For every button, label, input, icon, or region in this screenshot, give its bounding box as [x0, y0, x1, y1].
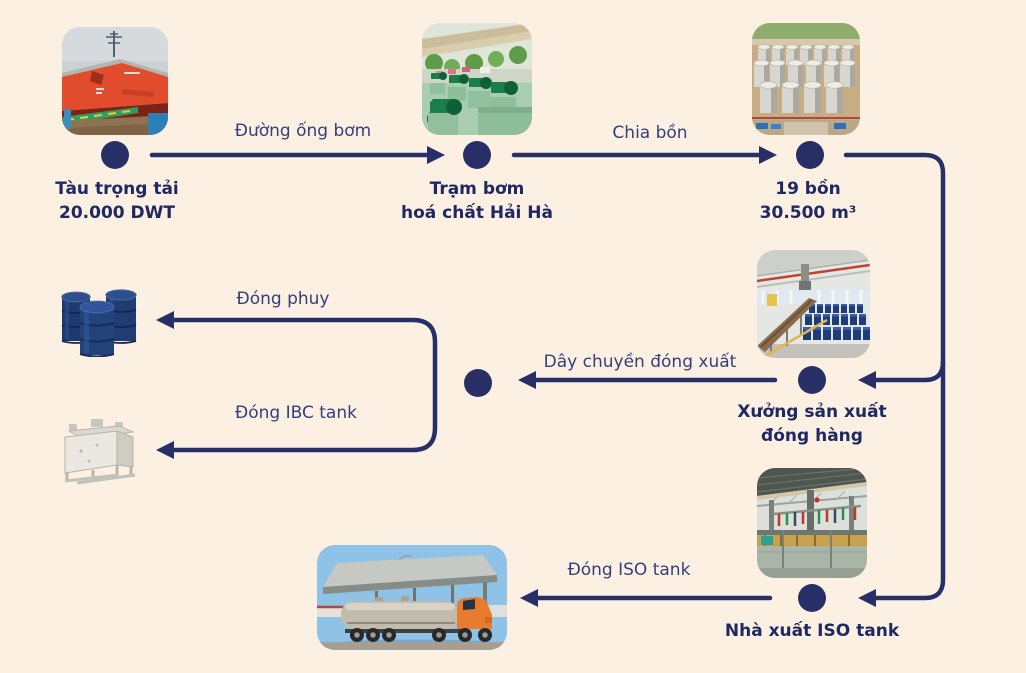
pump-station-label-line1: Trạm bơm	[429, 179, 525, 199]
iso-export-label: Nhà xuất ISO tank	[725, 619, 899, 643]
tank-farm-label-line2: 30.500 m³	[759, 203, 857, 223]
ibc-tank-image	[57, 417, 139, 485]
edge-label-ibc-filling: Đóng IBC tank	[235, 403, 357, 423]
cargo-ship-illustration	[62, 27, 168, 135]
arrowhead-iso-filling	[520, 589, 538, 607]
packing-plant-label-line1: Xưởng sản xuất	[737, 402, 887, 422]
pump-station-label-line2: hoá chất Hải Hà	[400, 203, 554, 223]
packing-plant-label-line2: đóng hàng	[761, 426, 863, 446]
iso-export-label-line1: Nhà xuất ISO tank	[724, 621, 900, 641]
packing-plant-illustration	[757, 250, 870, 358]
edge-label-pipeline: Đường ống bơm	[234, 121, 372, 141]
blue-drums-image	[60, 285, 140, 358]
arrowhead-packing-line	[518, 371, 536, 389]
tanker-truck-photo	[317, 545, 507, 650]
edge-label-packing-line: Dây chuyền đóng xuất	[543, 352, 737, 372]
pump-station-label: Trạm bơm hoá chất Hải Hà	[401, 177, 553, 225]
arrowhead-to-iso	[858, 589, 876, 607]
node-dot-packing-plant	[798, 366, 826, 394]
edge-tanks-to-iso-line	[843, 152, 946, 601]
packing-plant-label: Xưởng sản xuất đóng hàng	[737, 400, 886, 448]
pump-station-illustration	[422, 23, 532, 135]
arrowhead-tank-split	[759, 146, 777, 164]
node-dot-iso-export	[798, 584, 826, 612]
cargo-ship-photo	[62, 27, 168, 135]
ship-label-line1: Tàu trọng tải	[55, 179, 179, 199]
blue-drums-illustration	[61, 289, 137, 358]
arrowhead-drum-filling	[156, 311, 174, 329]
node-dot-tank-farm	[796, 141, 824, 169]
iso-loading-station-photo	[757, 468, 867, 578]
tank-farm-label: 19 bồn 30.500 m³	[760, 177, 857, 225]
pump-station-photo	[422, 23, 532, 135]
iso-loading-station-illustration	[757, 468, 867, 578]
node-dot-ship	[101, 141, 129, 169]
packing-plant-photo	[757, 250, 870, 358]
arrowhead-ibc-filling	[156, 441, 174, 459]
ship-label: Tàu trọng tải 20.000 DWT	[55, 177, 179, 225]
edge-split-bracket	[169, 317, 438, 453]
ship-label-line2: 20.000 DWT	[59, 203, 175, 223]
tanker-truck-illustration	[317, 545, 507, 650]
edge-label-tank-split: Chia bồn	[612, 123, 688, 143]
ibc-tank-illustration	[64, 419, 136, 485]
edge-label-drum-filling: Đóng phuy	[236, 289, 330, 309]
edge-tanks-to-packing-branch	[871, 359, 946, 383]
edge-label-iso-filling: Đóng ISO tank	[567, 560, 691, 580]
tank-farm-label-line1: 19 bồn	[775, 179, 841, 199]
tank-farm-illustration	[752, 23, 860, 135]
arrowhead-pipeline	[427, 146, 445, 164]
node-dot-split-junction	[464, 369, 492, 397]
arrowhead-to-packing	[858, 371, 876, 389]
node-dot-pump-station	[463, 141, 491, 169]
tank-farm-photo	[752, 23, 860, 135]
